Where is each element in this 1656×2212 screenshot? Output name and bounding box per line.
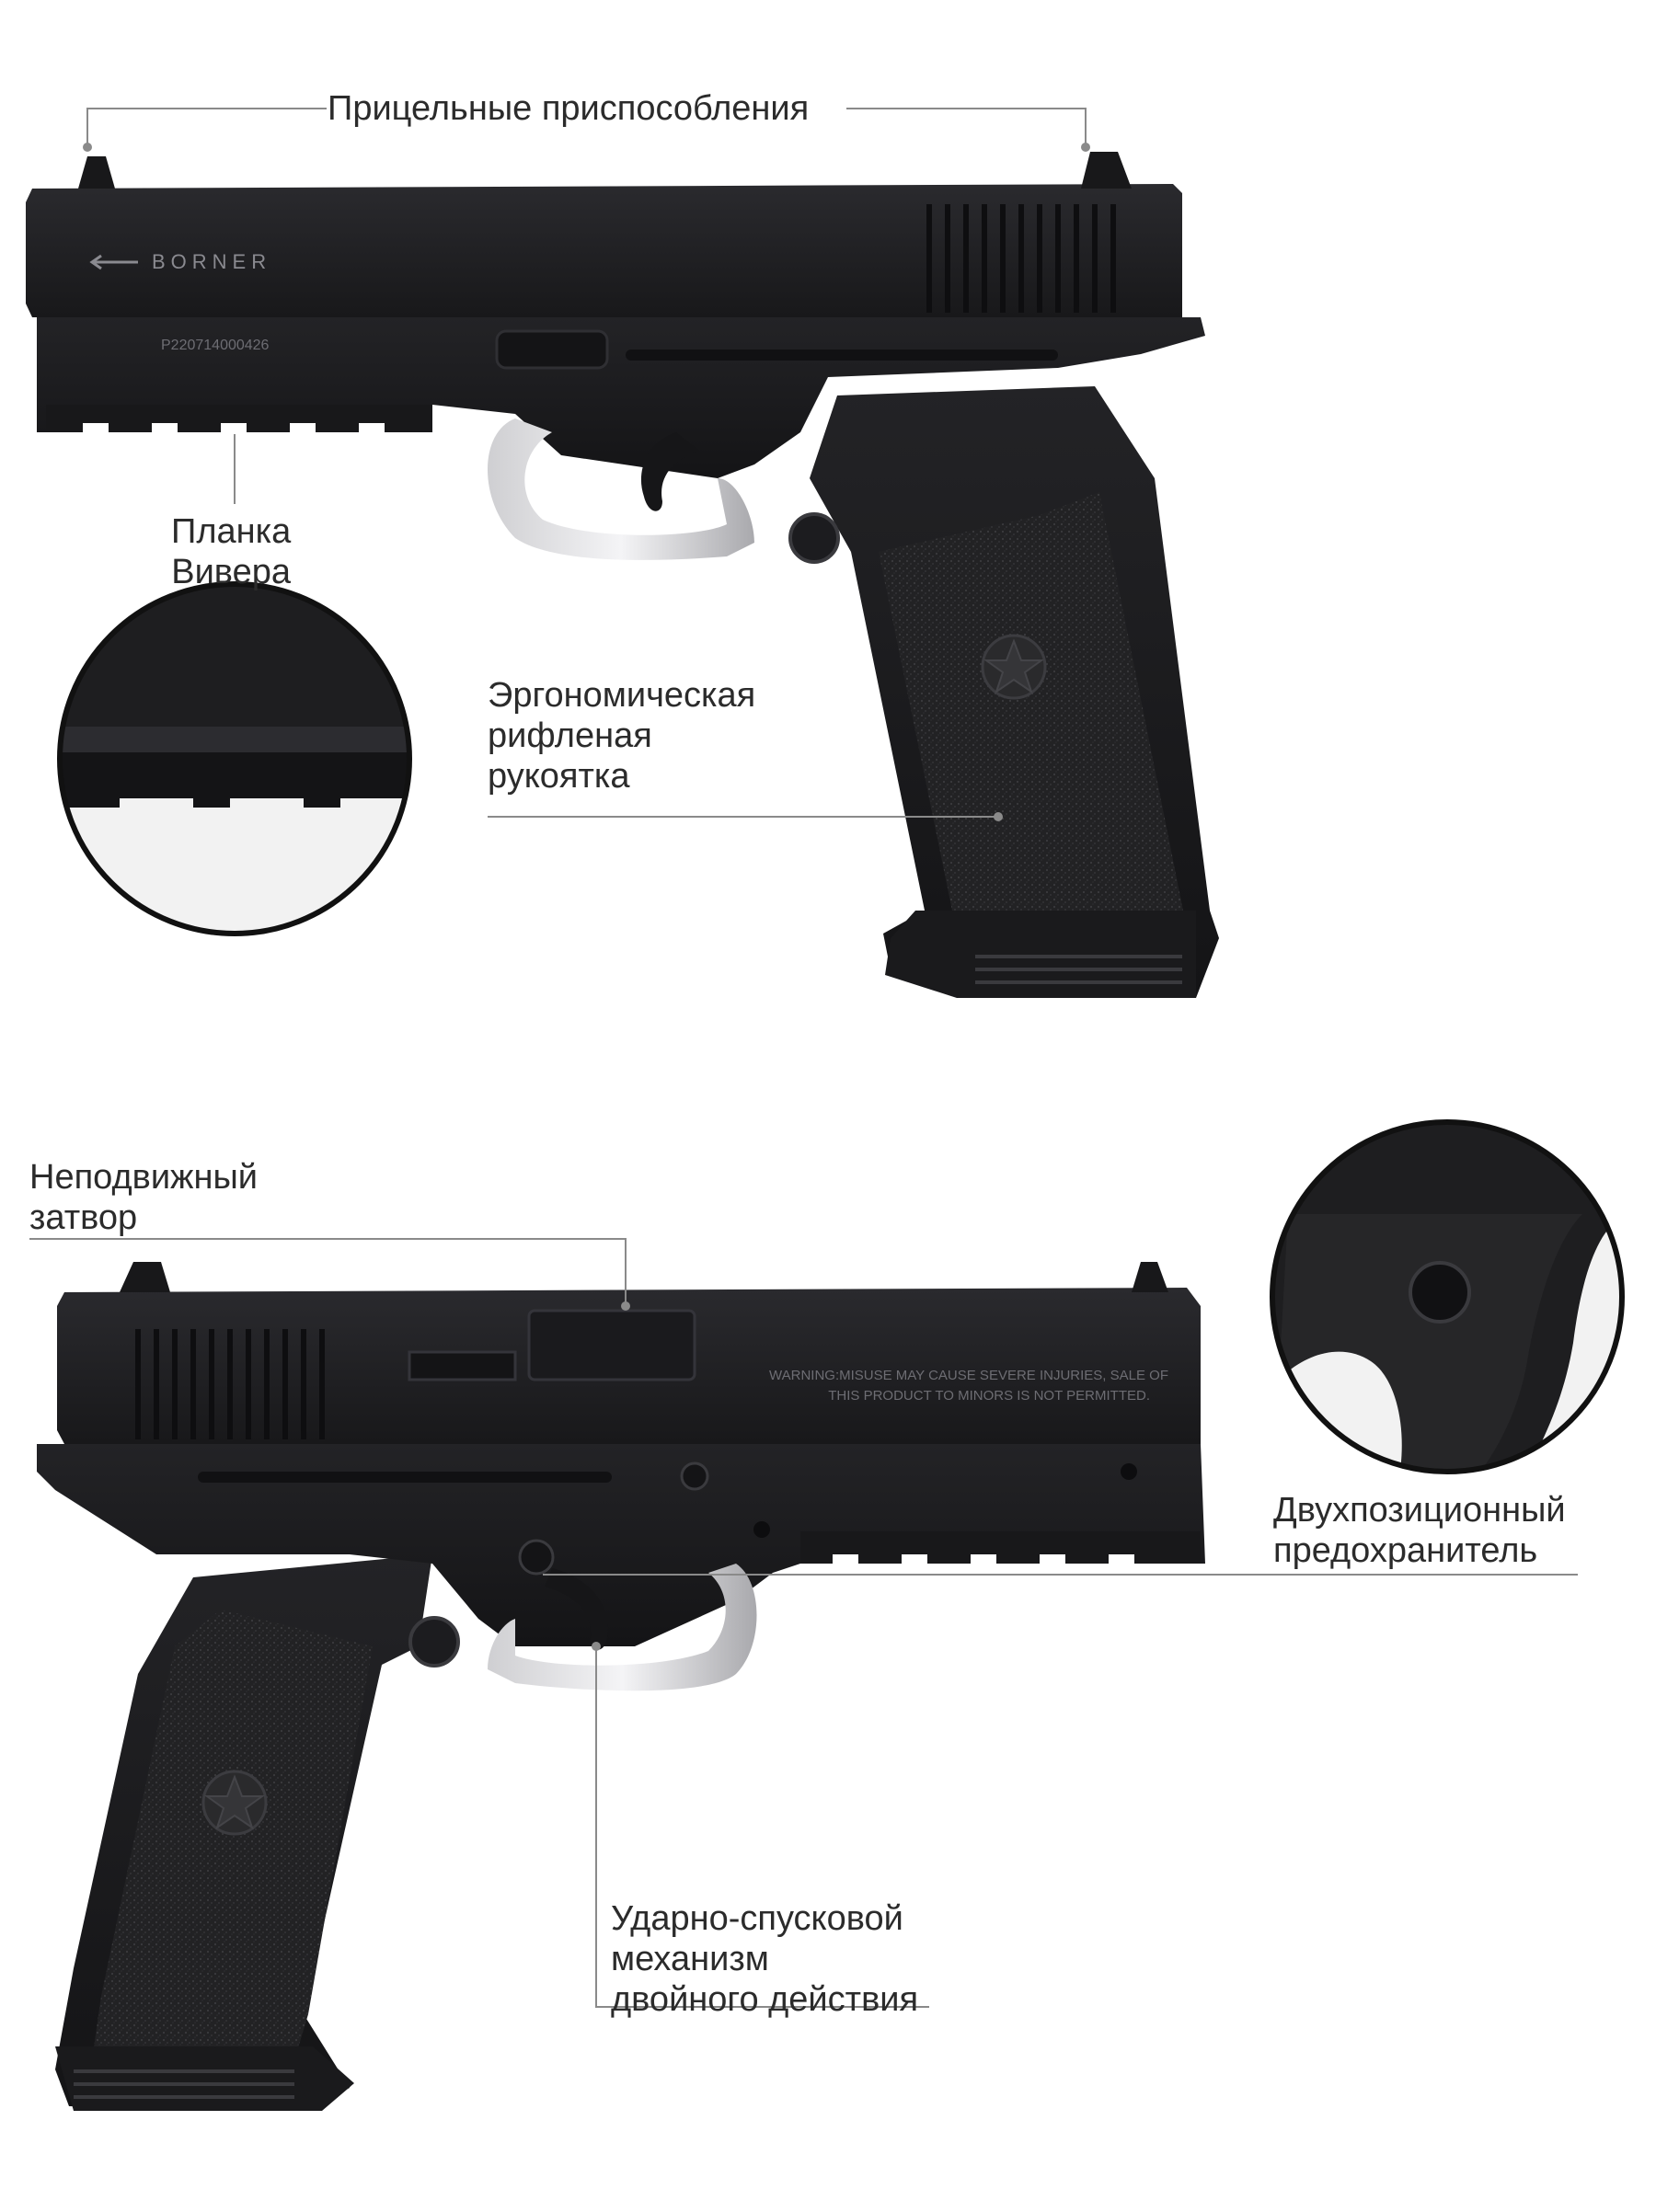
- pistol-frame-right: [37, 1444, 1205, 1646]
- front-sight-left: [78, 156, 115, 189]
- label-grip-line-1: Эргономическая: [488, 676, 756, 715]
- leader-dots: [83, 143, 1090, 1651]
- label-trigger-mechanism: Ударно-спусковой механизм двойного дейст…: [611, 1898, 918, 2020]
- leader-lines: [29, 108, 1578, 2008]
- safety-button-right: [518, 1539, 555, 1576]
- magazine-grooves-left: [975, 955, 1182, 984]
- slide-window-right: [408, 1350, 517, 1381]
- grip-texture-left: [879, 492, 1187, 929]
- label-trigger-line-1: Ударно-спусковой: [611, 1899, 903, 1938]
- label-safety: Двухпозиционный предохранитель: [1273, 1490, 1566, 1571]
- label-rail-line-2: Вивера: [171, 553, 291, 591]
- magazine-base-left: [885, 911, 1196, 998]
- slide-serrations-right: [135, 1329, 325, 1439]
- magazine-base-right: [55, 2046, 354, 2111]
- label-grip-line-2: рифленая: [488, 716, 652, 755]
- pistol-slide-left: [26, 184, 1182, 317]
- frame-pin-1: [1121, 1463, 1137, 1480]
- takedown-pin-right: [408, 1616, 460, 1668]
- pistol-left-view: BORNER P220714000426: [26, 152, 1219, 998]
- takedown-groove-right: [198, 1472, 612, 1483]
- trigger-left: [640, 432, 699, 511]
- rail-detail-zoom: [57, 581, 412, 936]
- safety-detail-zoom: [1270, 1119, 1625, 1474]
- label-rail-line-1: Планка: [171, 512, 292, 551]
- trigger-guard-right: [488, 1564, 757, 1691]
- star-emblem-icon: [201, 1770, 268, 1836]
- label-sights-text: Прицельные приспособления: [328, 89, 810, 128]
- label-slide-line-1: Неподвижный: [29, 1158, 258, 1197]
- slide-stop-right: [680, 1461, 709, 1491]
- frame-pin-2: [753, 1521, 770, 1538]
- warning-line-2: THIS PRODUCT TO MINORS IS NOT PERMITTED.: [828, 1388, 1150, 1404]
- ejection-port-right: [527, 1309, 696, 1381]
- label-sights: Прицельные приспособления: [328, 88, 809, 129]
- label-trigger-line-3: двойного действия: [611, 1980, 919, 2019]
- label-fixed-slide: Неподвижный затвор: [29, 1157, 258, 1238]
- rear-sight-right: [120, 1262, 170, 1292]
- front-sight-right: [1132, 1262, 1168, 1292]
- label-grip-line-3: рукоятка: [488, 757, 630, 796]
- takedown-groove-left: [626, 350, 1058, 361]
- rail-slots-right: [833, 1554, 1134, 1564]
- label-slide-line-2: затвор: [29, 1198, 138, 1237]
- takedown-pin-left: [788, 512, 840, 564]
- weaver-rail-left: [46, 405, 432, 432]
- magazine-grooves-right: [74, 2069, 294, 2099]
- weaver-rail-right: [800, 1531, 1201, 1564]
- label-weaver-rail: Планка Вивера: [171, 511, 291, 592]
- slide-stop-left: [495, 329, 609, 370]
- trigger-guard-left: [488, 418, 754, 560]
- warning-line-1: WARNING:MISUSE MAY CAUSE SEVERE INJURIES…: [769, 1368, 1168, 1383]
- serial-marking-left: P220714000426: [161, 338, 270, 353]
- borner-logo-icon: [89, 254, 138, 270]
- rail-slots-left: [83, 423, 385, 432]
- label-safety-line-2: предохранитель: [1273, 1531, 1538, 1570]
- rear-sight-left: [1081, 152, 1132, 189]
- label-grip: Эргономическая рифленая рукоятка: [488, 675, 755, 797]
- label-safety-line-1: Двухпозиционный: [1273, 1491, 1566, 1530]
- star-emblem-icon: [981, 634, 1047, 700]
- trigger-right: [545, 1568, 608, 1650]
- pistol-right-view: WARNING:MISUSE MAY CAUSE SEVERE INJURIES…: [37, 1262, 1205, 2111]
- slide-serrations-left: [926, 204, 1116, 313]
- brand-marking-left: BORNER: [152, 250, 271, 273]
- label-trigger-line-2: механизм: [611, 1940, 769, 1978]
